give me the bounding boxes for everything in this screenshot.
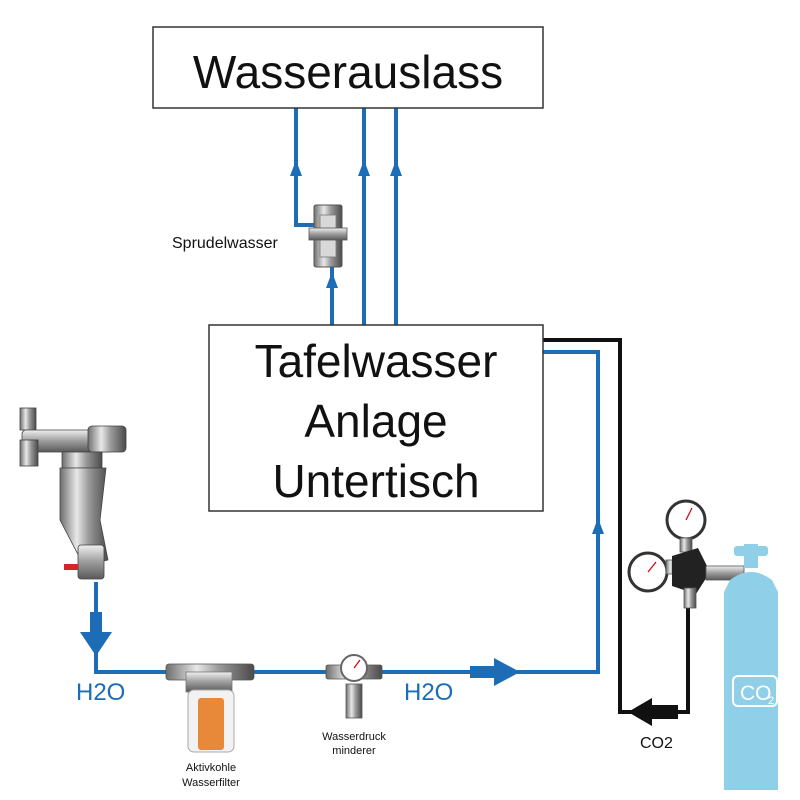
system-title-line-2: Anlage	[304, 395, 447, 447]
arrow-up-icon	[592, 518, 604, 534]
sparkling-label: Sprudelwasser	[172, 235, 279, 252]
arrow-up-icon	[290, 160, 302, 176]
co2-regulator-icon	[627, 499, 745, 609]
arrow-right-icon	[494, 658, 520, 686]
faucet-valve-icon	[19, 407, 127, 580]
filter-label-line-2: Wasserfilter	[182, 777, 240, 789]
pressure-reducer-icon	[325, 654, 383, 719]
co2-gas-line	[542, 338, 690, 714]
water-arrows	[80, 160, 604, 686]
filter-label-line-1: Aktivkohle	[186, 762, 236, 774]
arrow-up-icon	[326, 272, 338, 288]
reducer-label-line-2: minderer	[332, 745, 376, 757]
co2-lines	[542, 338, 690, 714]
h2o-label-left: H2O	[76, 679, 125, 706]
co2-line-label: CO2	[640, 735, 673, 752]
arrow-up-icon	[358, 160, 370, 176]
system-title-line-1: Tafelwasser	[255, 335, 498, 387]
system-title-line-3: Untertisch	[272, 455, 479, 507]
activated-carbon-filter-icon	[165, 663, 255, 753]
h2o-label-right: H2O	[404, 679, 453, 706]
arrow-down-icon	[80, 632, 112, 656]
co2-bottle-subscript: 2	[768, 695, 774, 707]
carbonator-flow-meter-icon	[308, 204, 348, 268]
arrow-up-icon	[390, 160, 402, 176]
outlet-box: Wasserauslass	[152, 26, 544, 109]
outlet-title: Wasserauslass	[193, 46, 503, 98]
reducer-label-line-1: Wasserdruck	[322, 731, 386, 743]
system-box: Tafelwasser Anlage Untertisch	[208, 324, 544, 512]
co2-bottle-label: CO	[740, 682, 772, 705]
supply-line	[94, 582, 180, 674]
co2-bottle-icon: CO 2	[724, 544, 778, 790]
arrow-left-icon	[628, 698, 652, 726]
co2-arrow	[628, 698, 678, 726]
